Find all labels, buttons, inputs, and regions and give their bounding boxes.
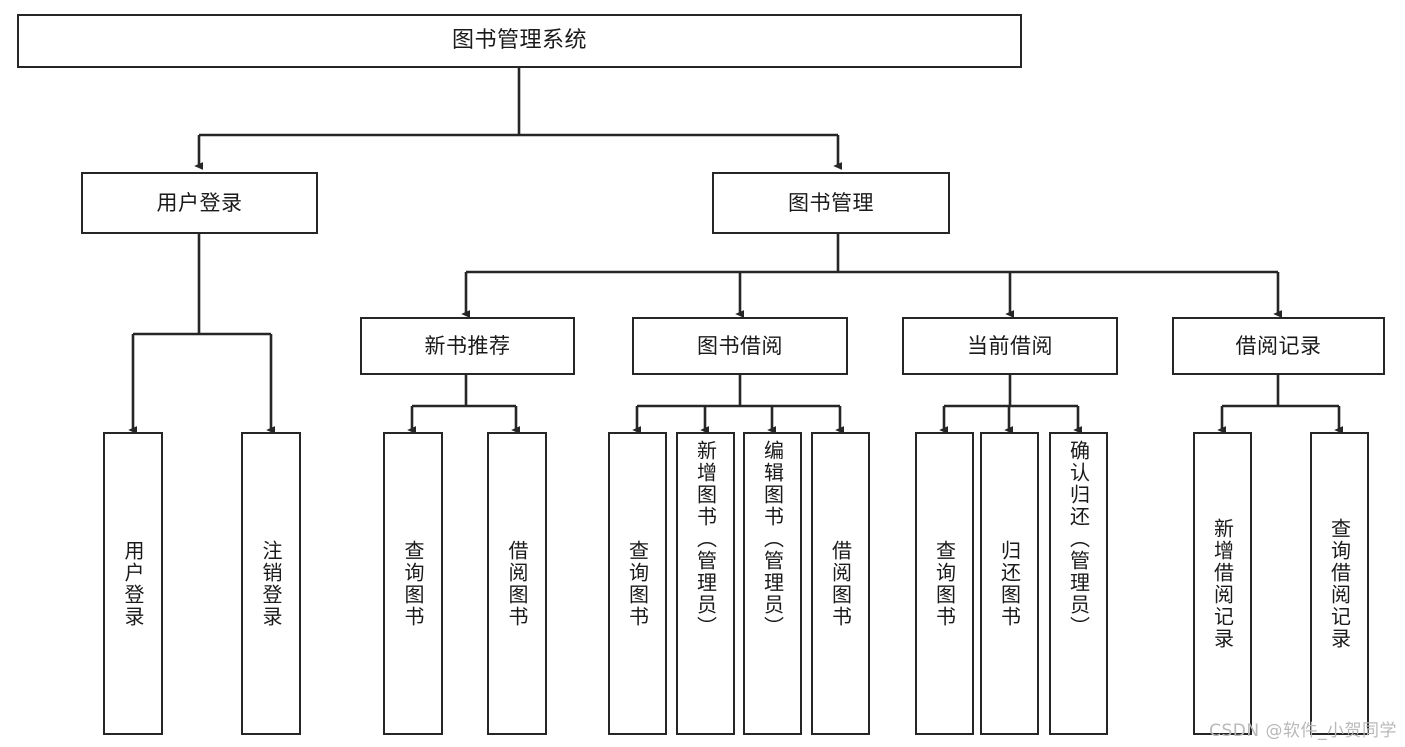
node-leaf-record-query[interactable]: 查询借阅记录 xyxy=(1310,432,1369,735)
node-leaf-borrow-query-book-label: 查询图书 xyxy=(625,539,650,628)
node-leaf-new-book-borrow-label: 借阅图书 xyxy=(505,539,529,628)
node-root-label: 图书管理系统 xyxy=(451,28,587,54)
node-leaf-borrow-edit-book[interactable]: 编辑图书（管理员） xyxy=(743,432,802,735)
node-new-book-recommend-label: 新书推荐 xyxy=(424,333,511,358)
node-leaf-user-login-signout-label: 注销登录 xyxy=(259,539,283,628)
node-borrow-record-label: 借阅记录 xyxy=(1235,333,1322,358)
node-book-management[interactable]: 图书管理 xyxy=(712,172,950,234)
node-user-login[interactable]: 用户登录 xyxy=(81,172,318,234)
node-leaf-new-book-query[interactable]: 查询图书 xyxy=(383,432,443,735)
node-leaf-user-login-signin-label: 用户登录 xyxy=(121,539,145,628)
node-leaf-record-query-label: 查询借阅记录 xyxy=(1327,517,1352,650)
node-leaf-current-return-book[interactable]: 归还图书 xyxy=(980,432,1039,735)
node-new-book-recommend[interactable]: 新书推荐 xyxy=(360,317,575,375)
node-leaf-current-confirm-return[interactable]: 确认归还（管理员） xyxy=(1049,432,1108,735)
node-leaf-current-return-book-label: 归还图书 xyxy=(997,539,1022,628)
node-leaf-borrow-add-book-label: 新增图书（管理员） xyxy=(693,440,718,638)
node-book-borrow-label: 图书借阅 xyxy=(697,333,783,358)
node-leaf-user-login-signout[interactable]: 注销登录 xyxy=(241,432,301,735)
node-leaf-borrow-edit-book-label: 编辑图书（管理员） xyxy=(760,440,785,638)
node-current-borrow[interactable]: 当前借阅 xyxy=(902,317,1118,375)
node-leaf-current-query-book-label: 查询图书 xyxy=(932,539,957,628)
node-leaf-current-query-book[interactable]: 查询图书 xyxy=(915,432,974,735)
node-borrow-record[interactable]: 借阅记录 xyxy=(1172,317,1385,375)
node-leaf-borrow-add-book[interactable]: 新增图书（管理员） xyxy=(676,432,735,735)
node-leaf-record-add-label: 新增借阅记录 xyxy=(1210,517,1235,650)
node-leaf-user-login-signin[interactable]: 用户登录 xyxy=(103,432,163,735)
node-leaf-borrow-borrow-book[interactable]: 借阅图书 xyxy=(811,432,870,735)
node-leaf-borrow-query-book[interactable]: 查询图书 xyxy=(608,432,667,735)
node-book-borrow[interactable]: 图书借阅 xyxy=(632,317,848,375)
node-leaf-current-confirm-return-label: 确认归还（管理员） xyxy=(1066,440,1091,638)
node-leaf-new-book-query-label: 查询图书 xyxy=(401,539,425,628)
node-leaf-new-book-borrow[interactable]: 借阅图书 xyxy=(487,432,547,735)
node-book-management-label: 图书管理 xyxy=(788,190,874,215)
node-current-borrow-label: 当前借阅 xyxy=(967,333,1053,358)
node-leaf-record-add[interactable]: 新增借阅记录 xyxy=(1193,432,1252,735)
node-user-login-label: 用户登录 xyxy=(156,190,243,215)
node-root[interactable]: 图书管理系统 xyxy=(17,14,1022,68)
node-leaf-borrow-borrow-book-label: 借阅图书 xyxy=(828,539,853,628)
